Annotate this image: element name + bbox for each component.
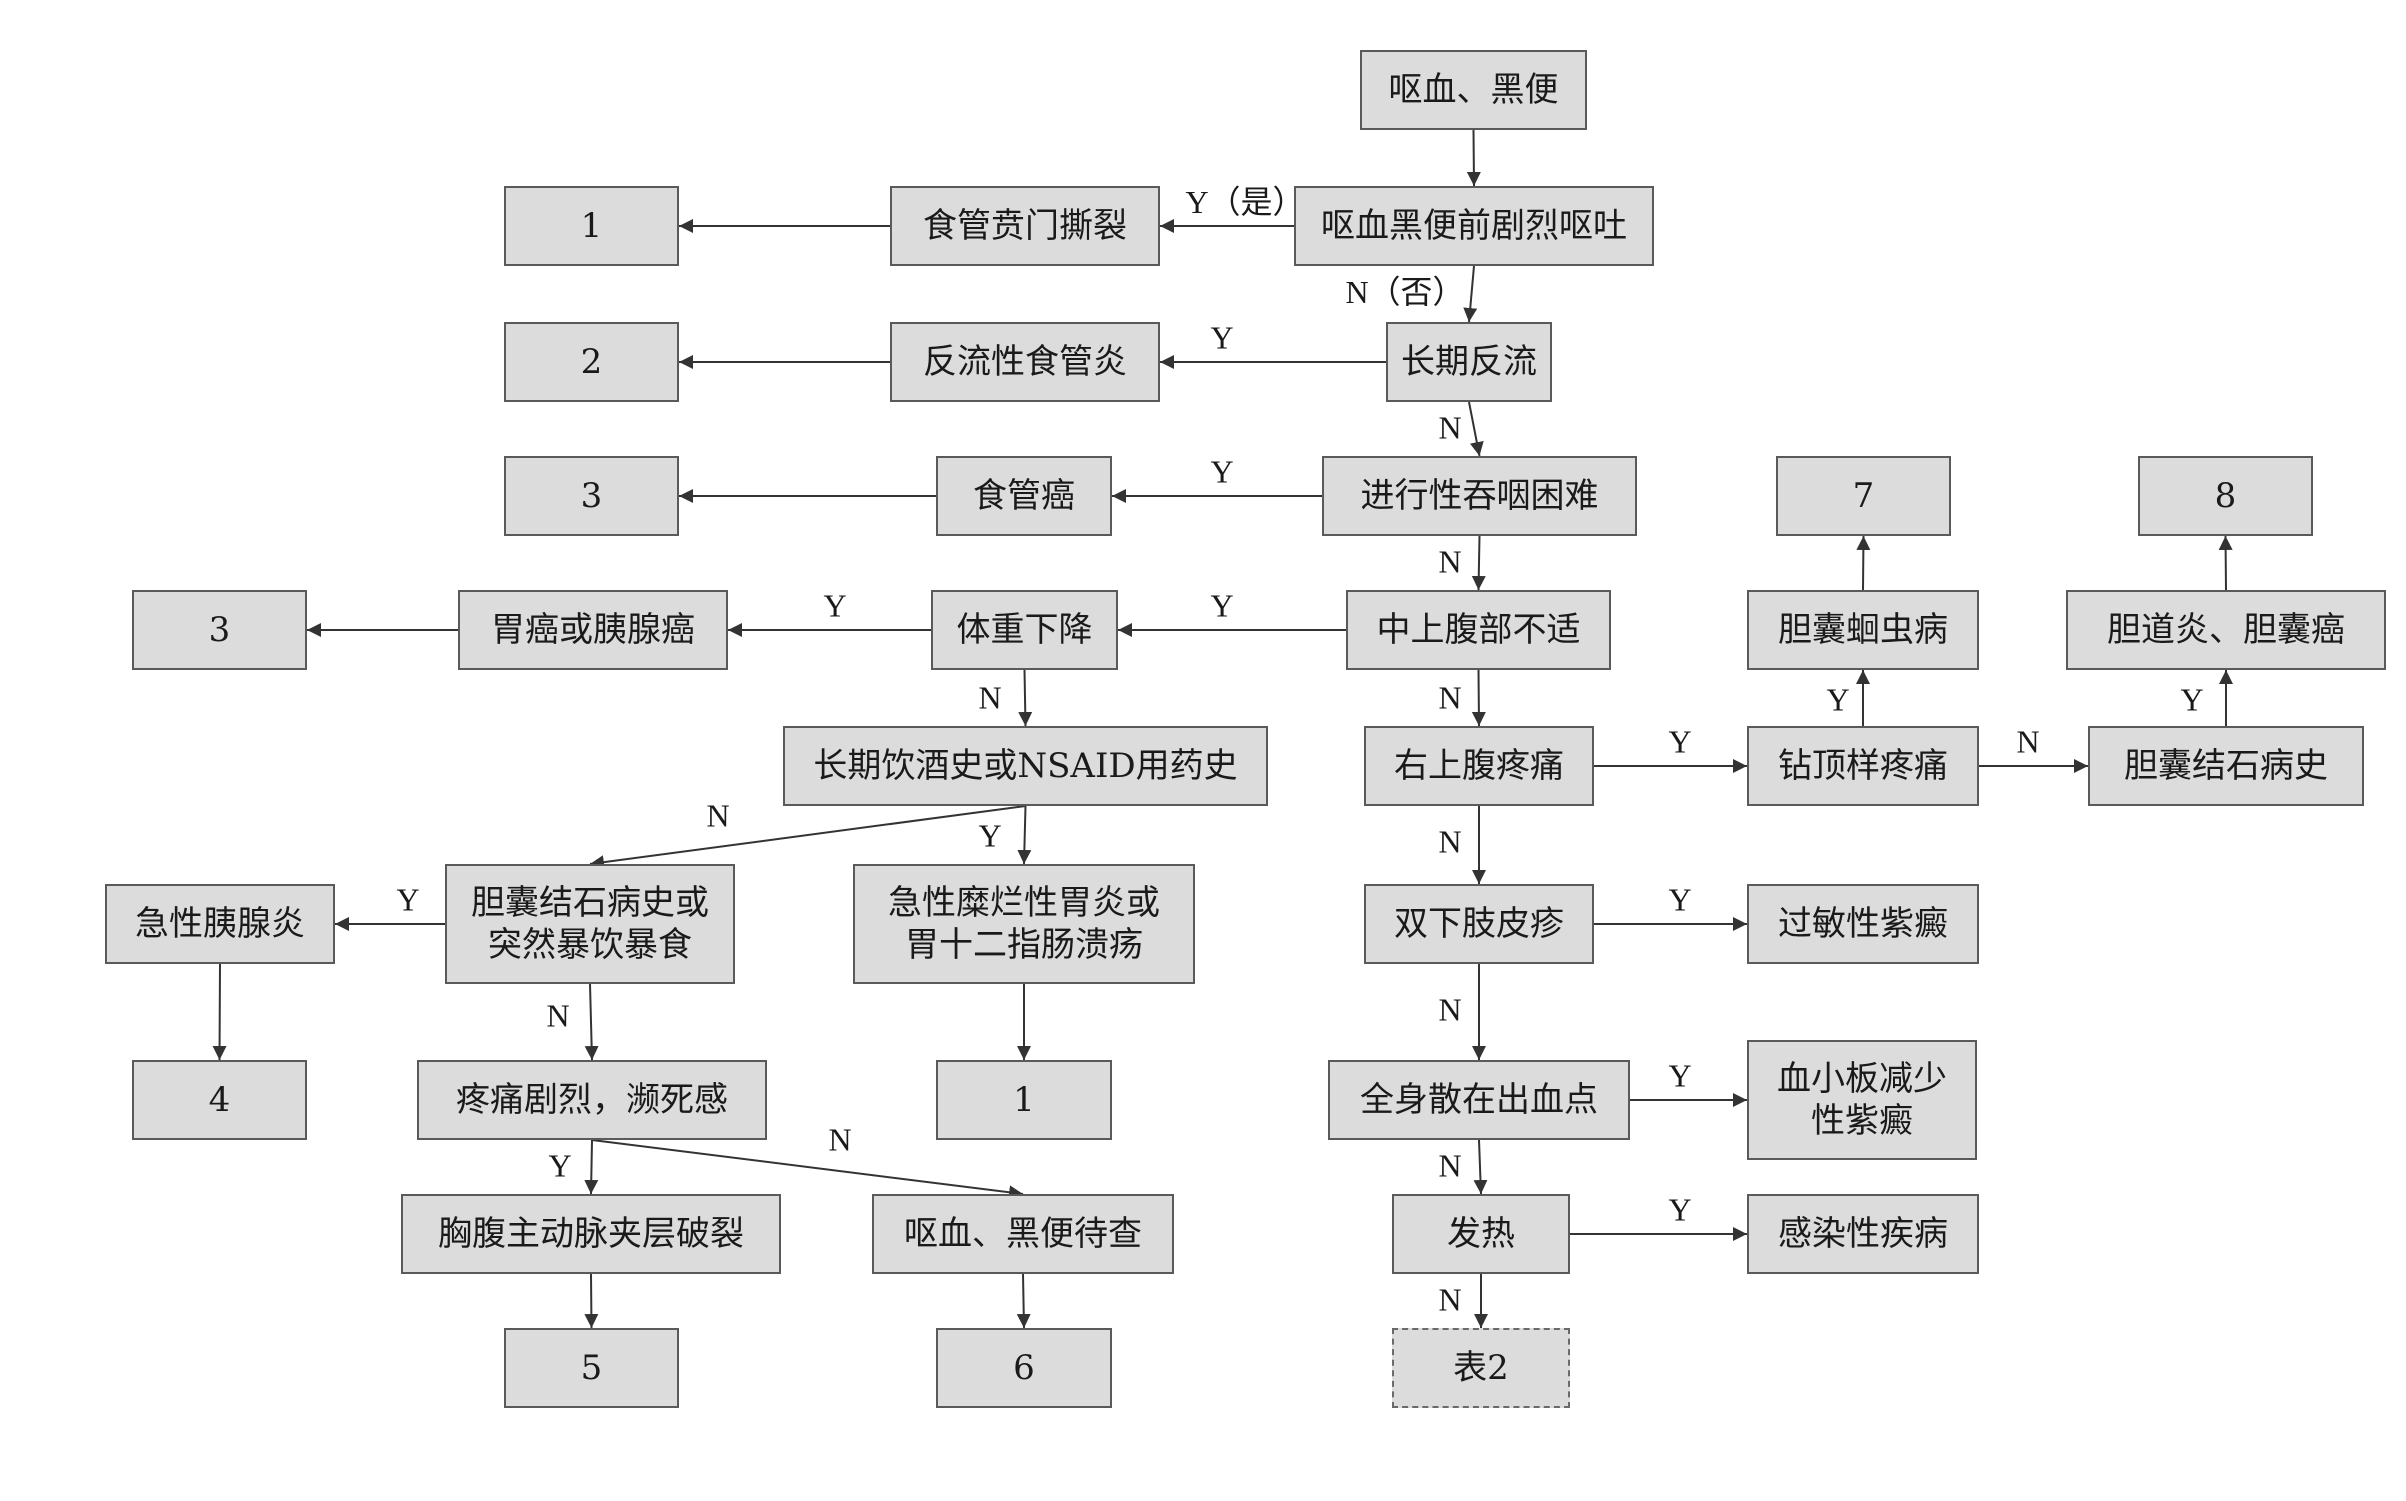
node-vomit-before: 呕血黑便前剧烈呕吐 [1294,186,1654,266]
edge-weight-loss-to-alcohol-nsaid [1018,669,1033,727]
edge-label: N [1438,991,1462,1028]
node-table2: 表2 [1392,1328,1570,1408]
node-gallstone-binge: 胆囊结石病史或 突然暴饮暴食 [445,864,735,984]
edge-cholangitis-to-out-8 [2218,535,2233,591]
node-acute-pancreatitis: 急性胰腺炎 [105,884,335,964]
edge-label: N [1438,543,1462,580]
edge-vomit-before-to-long-reflux [1463,265,1478,323]
node-out-3b: 3 [132,590,307,670]
edge-label: Y [1668,881,1692,918]
node-epigastric: 中上腹部不适 [1346,590,1611,670]
node-allergic-purpura: 过敏性紫癜 [1747,884,1979,964]
node-gastric-pancreatic: 胃癌或胰腺癌 [458,590,728,670]
node-biliary-ascariasis: 胆囊蛔虫病 [1747,590,1979,670]
node-erosive-gastritis: 急性糜烂性胃炎或 胃十二指肠溃疡 [853,864,1195,984]
edge-label: N [1438,679,1462,716]
node-gallstone-history: 胆囊结石病史 [2088,726,2364,806]
node-hematemesis: 呕血、黑便 [1360,50,1587,130]
edge-long-reflux-to-dysphagia [1468,401,1484,457]
node-cholangitis: 胆道炎、胆囊癌 [2066,590,2386,670]
node-thrombocytopenic: 血小板减少 性紫癜 [1747,1040,1977,1160]
edge-label: N [2016,723,2040,760]
edge-label: Y [1668,723,1692,760]
edge-label: Y [1668,1191,1692,1228]
node-out-2: 2 [504,322,679,402]
edge-label: Y [548,1147,572,1184]
edge-aortic-dissection-to-out-5 [584,1273,599,1329]
edge-hematemesis-to-vomit-before [1466,129,1481,187]
node-dysphagia: 进行性吞咽困难 [1322,456,1637,536]
edge-label: Y（是） [1185,184,1305,220]
node-reflux-esophagitis: 反流性食管炎 [890,322,1160,402]
node-ruq-pain: 右上腹疼痛 [1364,726,1594,806]
node-fever: 发热 [1392,1194,1570,1274]
node-weight-loss: 体重下降 [931,590,1118,670]
node-out-8: 8 [2138,456,2313,536]
edge-acute-pancreatitis-to-out-4 [212,963,227,1061]
edge-biliary-ascariasis-to-out-7 [1856,535,1871,591]
edge-label: N [1438,1147,1462,1184]
node-pending: 呕血、黑便待查 [872,1194,1174,1274]
node-leg-rash: 双下肢皮疹 [1364,884,1594,964]
node-infectious: 感染性疾病 [1747,1194,1979,1274]
edge-label: Y [1210,587,1234,624]
edge-alcohol-nsaid-to-gallstone-binge [589,805,1026,870]
node-out-4: 4 [132,1060,307,1140]
edge-label: Y [1210,319,1234,356]
edge-label: N [706,797,730,834]
node-out-1a: 1 [504,186,679,266]
node-drilling-pain: 钻顶样疼痛 [1747,726,1979,806]
node-alcohol-nsaid: 长期饮酒史或NSAID用药史 [783,726,1268,806]
edge-label: N [1438,409,1462,446]
node-long-reflux: 长期反流 [1386,322,1552,402]
node-out-5: 5 [504,1328,679,1408]
node-out-3a: 3 [504,456,679,536]
node-out-1b: 1 [936,1060,1112,1140]
edge-pending-to-out-6 [1016,1273,1031,1329]
edge-label: N [546,997,570,1034]
edge-alcohol-nsaid-to-erosive-gastritis [1017,805,1032,865]
node-mallory-weiss: 食管贲门撕裂 [890,186,1160,266]
node-severe-pain: 疼痛剧烈，濒死感 [417,1060,767,1140]
edge-label: N（否） [1345,274,1465,310]
edge-petechiae-to-fever [1473,1139,1488,1195]
edge-label: N [978,679,1002,716]
edge-severe-pain-to-aortic-dissection [584,1139,599,1195]
edge-label: Y [2180,681,2204,718]
edge-label: Y [1210,453,1234,490]
edge-severe-pain-to-pending [591,1139,1024,1200]
node-out-7: 7 [1776,456,1951,536]
edge-label: Y [978,817,1002,854]
edge-epigastric-to-ruq-pain [1471,669,1486,727]
edge-label: Y [1668,1057,1692,1094]
edge-gallstone-binge-to-severe-pain [584,983,599,1061]
edge-label: Y [1826,681,1850,718]
edge-label: N [1438,823,1462,860]
edge-dysphagia-to-epigastric [1471,535,1486,591]
edge-label: Y [396,881,420,918]
node-out-6: 6 [936,1328,1112,1408]
node-esophageal-cancer: 食管癌 [936,456,1112,536]
node-petechiae: 全身散在出血点 [1328,1060,1630,1140]
node-aortic-dissection: 胸腹主动脉夹层破裂 [401,1194,781,1274]
edge-label: N [828,1121,852,1158]
edge-label: Y [823,587,847,624]
edge-label: N [1438,1281,1462,1318]
